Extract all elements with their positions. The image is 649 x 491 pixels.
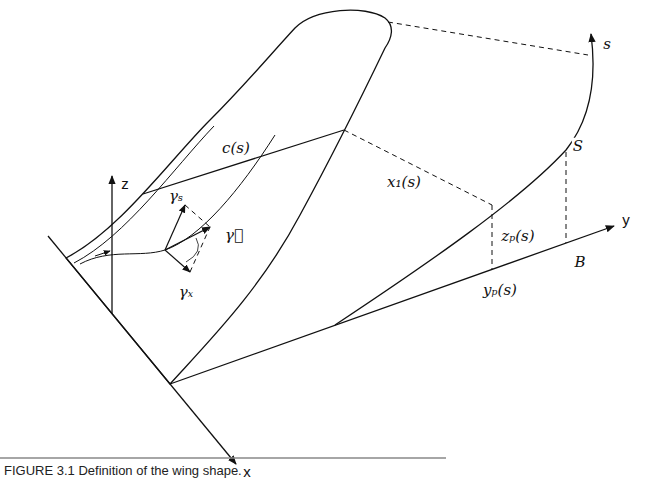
x-axis [48, 236, 236, 464]
vector-label: γₛ [168, 188, 184, 205]
figure-caption: FIGURE 3.1 Definition of the wing shape. [4, 464, 242, 478]
stream-arrow [95, 251, 110, 256]
vector-arc [186, 238, 198, 262]
vector-parallelogram [185, 205, 210, 272]
s-projection-line [566, 152, 567, 243]
caption-rule [0, 457, 446, 459]
axis-label: s [602, 36, 612, 53]
axis-label: z [120, 176, 130, 193]
x1-dimension-line [344, 130, 492, 205]
gamma-x-vector [165, 250, 190, 272]
chord-label: c(s) [221, 140, 251, 157]
axis-label: y [621, 212, 631, 229]
dimension-label: zₚ(s) [500, 228, 535, 245]
wing-outline [66, 10, 391, 384]
leading-edge-line [74, 126, 214, 263]
vector-label: γ⃗ [224, 227, 244, 244]
y-axis [170, 226, 614, 384]
chord-line [143, 130, 344, 194]
stream-line [80, 135, 275, 264]
axis-label: x [242, 464, 252, 481]
dimension-label: yₚ(s) [482, 282, 518, 299]
point-label: S [572, 138, 584, 155]
tip-projection-line [388, 22, 588, 55]
s-curve [335, 34, 593, 325]
gamma-vector [165, 227, 210, 250]
dimension-label: x₁(s) [386, 174, 422, 191]
vector-label: γₓ [178, 284, 194, 301]
gamma-s-vector [165, 205, 185, 250]
zp-dimension-line [492, 205, 493, 269]
z-axis [111, 176, 112, 314]
point-label: B [573, 254, 586, 271]
